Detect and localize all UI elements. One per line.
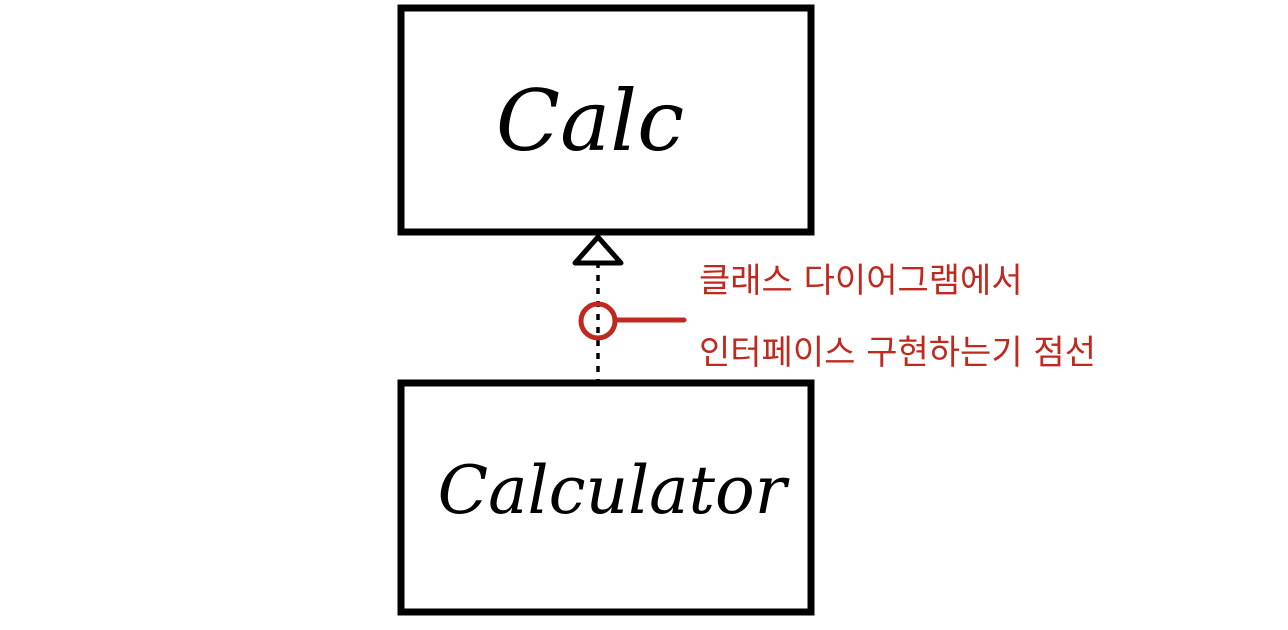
- interface-class-calc: Calc: [397, 4, 815, 236]
- annotation-line-2: 인터페이스 구현하는기 점선: [699, 333, 1096, 373]
- implementing-class-box: [397, 379, 815, 616]
- implementing-class-name: Calculator: [438, 452, 790, 529]
- annotation-line-1: 클래스 다이어그램에서: [699, 261, 1023, 301]
- hollow-triangle-arrowhead: [572, 234, 624, 266]
- annotation-text: 클래스 다이어그램에서 인터페이스 구현하는기 점선: [699, 261, 1096, 373]
- implementing-class-calculator: Calculator: [397, 379, 815, 616]
- interface-class-box: [397, 4, 815, 236]
- interface-class-name: Calc: [496, 72, 684, 170]
- callout-marker: [578, 301, 687, 341]
- realization-arrow: [572, 234, 624, 380]
